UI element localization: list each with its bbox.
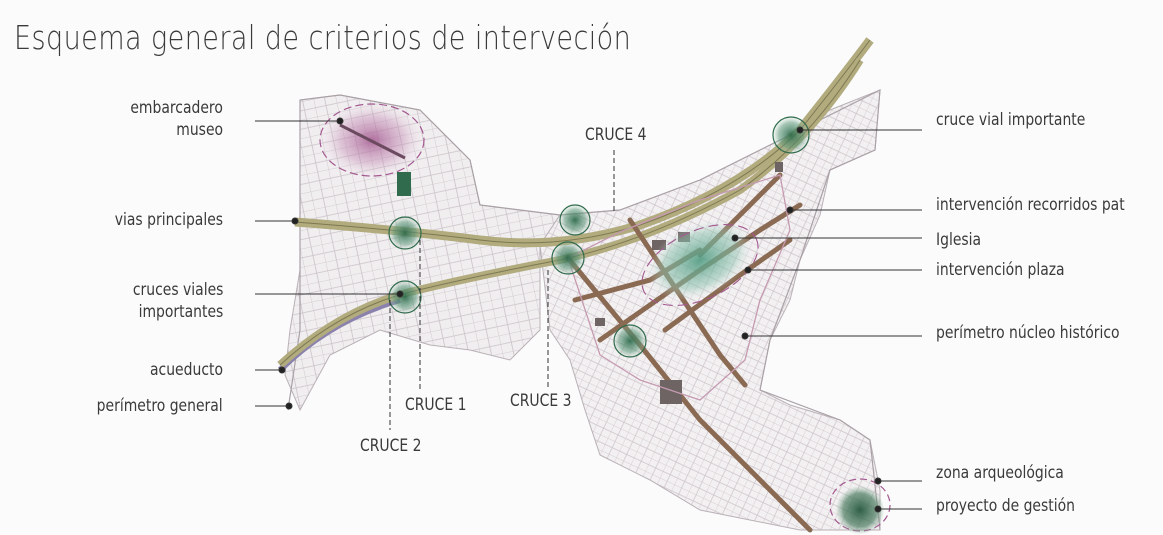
label-perimetro-nucleo: perímetro núcleo histórico: [936, 323, 1120, 343]
crossing-leaders: [389, 150, 615, 430]
leader-lines-right: [731, 126, 922, 513]
museum-ring: [319, 103, 425, 177]
archaeological-ring: [829, 478, 891, 532]
node-historic: [613, 324, 647, 358]
label-iglesia: Iglesia: [936, 230, 982, 250]
label-proyecto-gestion: proyecto de gestión: [936, 496, 1075, 516]
label-plaza: intervención plaza: [936, 260, 1065, 280]
historic-core-perimeter: [567, 174, 791, 401]
label-perimetro-general: perímetro general: [96, 396, 223, 416]
general-perimeter: [287, 88, 881, 531]
label-embarcadero: embarcadero: [130, 98, 223, 118]
node-cruce-1: [388, 216, 422, 250]
museum-dock-line: [339, 123, 406, 160]
label-cruce-vial: cruce vial importante: [936, 110, 1086, 130]
node-cruce-3: [551, 241, 585, 275]
node-vial-ne: [772, 116, 810, 154]
node-cruce-4: [559, 204, 591, 236]
label-vias-principales: vias principales: [114, 210, 223, 230]
label-zona-arqueologica: zona arqueológica: [936, 463, 1064, 483]
label-cruces-viales: cruces viales: [132, 280, 223, 300]
label-museo: museo: [176, 120, 223, 140]
urban-fabric-east: [539, 89, 881, 531]
plaza-ring: [641, 224, 759, 306]
label-cruce-1: CRUCE 1: [405, 395, 467, 415]
crossing-nodes: [388, 116, 810, 358]
leader-lines-left: [255, 117, 404, 410]
label-cruce-4: CRUCE 4: [585, 125, 647, 145]
node-cruce-2: [388, 280, 422, 314]
label-cruce-3: CRUCE 3: [510, 391, 572, 411]
label-recorridos: intervención recorridos pat: [936, 195, 1125, 215]
label-acueducto: acueducto: [150, 360, 223, 380]
archaeological-zone: [836, 486, 884, 534]
page-title: Esquema general de criterios de intervec…: [14, 18, 632, 57]
label-cruce-2: CRUCE 2: [360, 436, 422, 456]
dock-building: [397, 172, 411, 196]
label-importantes: importantes: [138, 302, 223, 322]
